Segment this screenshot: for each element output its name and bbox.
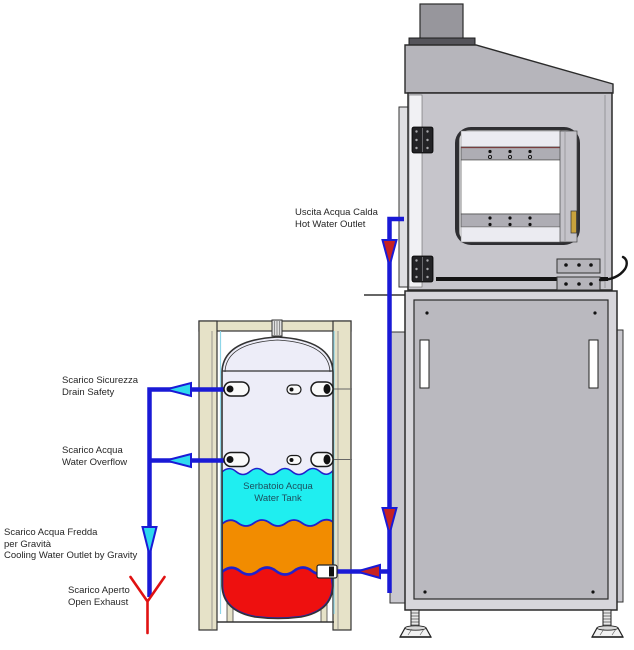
enclosure-wall-right: [332, 320, 352, 631]
label-line: Water Overflow: [62, 456, 128, 468]
window-top-strip: [460, 130, 563, 148]
leveling-foot: [398, 609, 433, 638]
label-line: Uscita Acqua Calda: [295, 207, 378, 218]
fire-door-window: [455, 127, 580, 245]
screw-dots-bottom: [488, 216, 532, 227]
screw-dots: [488, 149, 532, 154]
lower-cabinet-door: [413, 299, 609, 600]
triangle-arrow-icon: [162, 452, 192, 469]
door-bottom-rail: [436, 277, 608, 281]
hook-handle-icon: [598, 255, 628, 282]
y-funnel-icon: [129, 575, 166, 635]
window-glass: [460, 159, 563, 215]
label-line: Hot Water Outlet: [295, 218, 366, 230]
cabinet-vent-slot: [588, 339, 599, 389]
hinge-icon: [411, 126, 434, 154]
label-line: Drain Safety: [62, 386, 115, 398]
label-water-overflow: Scarico Acqua Water Overflow: [62, 445, 127, 468]
label-line: Scarico Acqua Fredda: [4, 527, 98, 538]
triangle-arrow-icon: [381, 239, 398, 270]
triangle-arrow-icon: [381, 507, 398, 538]
tank-outline: [221, 336, 334, 620]
screw-dots-hollow: [487, 154, 533, 160]
door-lock-handle: [570, 210, 577, 234]
cabinet-side-left: [389, 331, 406, 604]
label-line: Scarico Sicurezza: [62, 375, 139, 386]
window-bottom-strip: [460, 226, 563, 243]
door-latch: [556, 258, 601, 291]
label-line: Cooling Water Outlet by Gravity: [4, 550, 138, 561]
cold-water-layer: [222, 467, 333, 535]
flow-arrows: [141, 239, 398, 580]
enclosure-wall-left: [198, 320, 218, 631]
label-water-tank: Serbatoio Acqua Water Tank: [222, 481, 334, 504]
label-line: Serbatoio Acqua: [243, 481, 313, 492]
stove-unit: [364, 3, 628, 638]
triangle-arrow-icon: [353, 563, 381, 580]
label-hot-water-outlet: Uscita Acqua Calda Hot Water Outlet: [295, 207, 378, 230]
label-line: Open Exhaust: [68, 596, 129, 608]
hinge-icon: [411, 255, 434, 283]
triangle-arrow-icon: [162, 381, 192, 398]
label-line: Scarico Acqua: [62, 445, 123, 456]
label-drain-safety: Scarico Sicurezza Drain Safety: [62, 375, 138, 398]
chimney-collar: [408, 37, 476, 46]
dome-inner-line: [224, 339, 331, 373]
water-tank: [221, 319, 352, 620]
chimney: [419, 3, 464, 40]
cabinet-vent-slot: [419, 339, 430, 389]
label-line: Water Tank: [254, 492, 302, 504]
triangle-arrow-icon: [141, 526, 158, 556]
label-cooling-water-gravity: Scarico Acqua Fredda per Gravità Cooling…: [4, 527, 137, 562]
cabinet-screw-dots: [423, 311, 597, 594]
exhaust-hood: [404, 44, 614, 94]
label-line: Scarico Aperto: [68, 585, 130, 596]
label-open-exhaust: Scarico Aperto Open Exhaust: [68, 585, 130, 608]
hot-water-pipe: [387, 216, 404, 593]
label-line: per Gravità: [4, 538, 51, 550]
leveling-foot: [590, 609, 625, 638]
tank-fittings: [223, 381, 338, 579]
